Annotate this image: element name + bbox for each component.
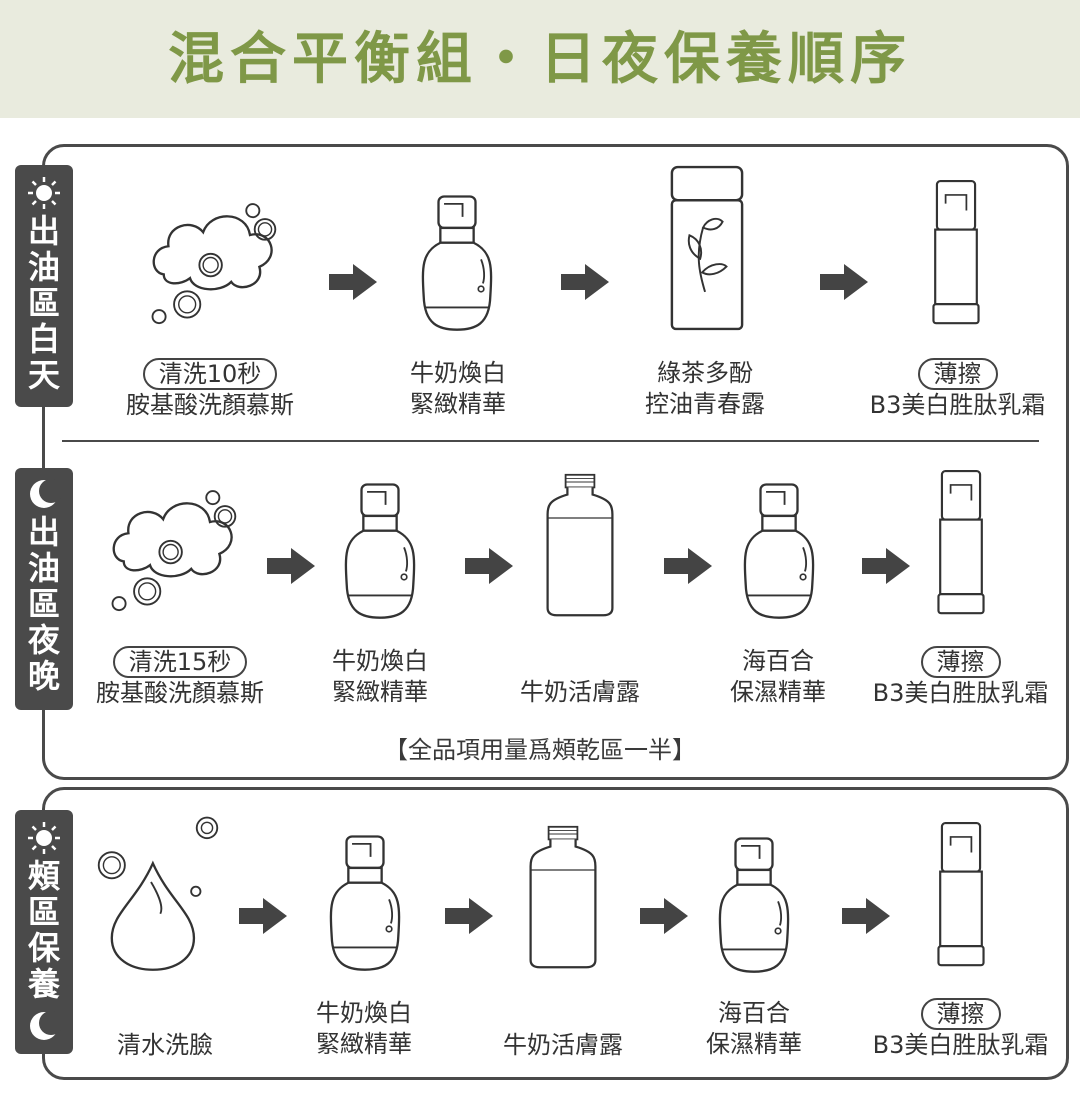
- step-cream-cheek: 薄擦 B3美白胜肽乳霜: [858, 998, 1063, 1061]
- foam-icon: [145, 195, 295, 335]
- instruction-pill: 薄擦: [921, 998, 1001, 1030]
- tag-char: 保: [28, 930, 60, 966]
- step-toner-night: 牛奶活膚露: [490, 677, 670, 708]
- product-name: 牛奶活膚露: [490, 677, 670, 708]
- product-name: 控油青春露: [610, 389, 800, 420]
- water-drop-icon: [95, 808, 235, 984]
- product-name: B3美白胜肽乳霜: [855, 390, 1060, 421]
- product-name: B3美白胜肽乳霜: [858, 1030, 1063, 1061]
- step-water-wash: 清水洗臉: [85, 1030, 245, 1061]
- product-name: 牛奶煥白: [276, 998, 452, 1029]
- step-toner-cheek: 牛奶活膚露: [473, 1030, 653, 1061]
- serum-bottle-icon: [742, 478, 816, 626]
- step-serum-night: 牛奶煥白 緊緻精華: [292, 646, 468, 708]
- arrow-right-icon: [559, 262, 611, 302]
- arrow-right-icon: [327, 262, 379, 302]
- step-serum-cheek: 牛奶煥白 緊緻精華: [276, 998, 452, 1060]
- step-foam-night: 清洗15秒 胺基酸洗顏慕斯: [80, 646, 280, 709]
- product-name: 保濕精華: [666, 1029, 842, 1060]
- product-name: 綠茶多酚: [610, 358, 800, 389]
- tag-char: 出: [28, 514, 60, 550]
- product-name: 清水洗臉: [85, 1030, 245, 1061]
- serum-bottle-icon: [343, 478, 417, 626]
- instruction-pill: 清洗15秒: [113, 646, 248, 678]
- green-tea-bottle-icon: [668, 162, 746, 334]
- sun-icon: [24, 173, 64, 213]
- page-title: 混合平衡組・日夜保養順序: [0, 22, 1080, 98]
- product-name: 海百合: [690, 646, 866, 677]
- tag-char: 天: [28, 357, 60, 393]
- product-name: 牛奶煥白: [292, 646, 468, 677]
- step-cream-day: 薄擦 B3美白胜肽乳霜: [855, 358, 1060, 421]
- serum-bottle-icon: [717, 832, 791, 980]
- tag-char: 區: [28, 285, 60, 321]
- tag-char: 晚: [28, 658, 60, 694]
- tag-cheek: 頰 區 保 養: [15, 810, 73, 1054]
- arrow-right-icon: [840, 896, 892, 936]
- step-toner-day: 綠茶多酚 控油青春露: [610, 358, 800, 420]
- step-cream-night: 薄擦 B3美白胜肽乳霜: [858, 646, 1063, 709]
- tag-char: 夜: [28, 622, 60, 658]
- arrow-right-icon: [662, 546, 714, 586]
- arrow-right-icon: [265, 546, 317, 586]
- tag-char: 頰: [28, 858, 60, 894]
- product-name: 胺基酸洗顏慕斯: [105, 390, 315, 421]
- arrow-right-icon: [237, 896, 289, 936]
- tag-char: 油: [28, 249, 60, 285]
- step-serum-day: 牛奶煥白 緊緻精華: [370, 358, 546, 420]
- serum-bottle-icon: [420, 190, 494, 338]
- step-foam-day: 清洗10秒 胺基酸洗顏慕斯: [105, 358, 315, 421]
- product-name: 牛奶煥白: [370, 358, 546, 389]
- tag-char: 出: [28, 213, 60, 249]
- instruction-pill: 清洗10秒: [143, 358, 278, 390]
- arrow-right-icon: [860, 546, 912, 586]
- tag-oily-day: 出 油 區 白 天: [15, 165, 73, 407]
- tag-oily-night: 出 油 區 夜 晚: [15, 468, 73, 710]
- serum-bottle-icon: [328, 830, 402, 978]
- cream-pump-icon: [930, 170, 982, 336]
- arrow-right-icon: [818, 262, 870, 302]
- foam-icon: [105, 482, 255, 622]
- instruction-pill: 薄擦: [918, 358, 998, 390]
- product-name: B3美白胜肽乳霜: [858, 678, 1063, 709]
- moon-icon: [24, 474, 64, 514]
- product-name: 緊緻精華: [370, 389, 546, 420]
- step-essence-night: 海百合 保濕精華: [690, 646, 866, 708]
- toner-bottle-icon: [544, 466, 616, 624]
- tag-char: 養: [28, 966, 60, 1002]
- tag-char: 區: [28, 586, 60, 622]
- usage-note: 【全品項用量爲頰乾區一半】: [0, 730, 1080, 765]
- tag-char: 白: [28, 321, 60, 357]
- cream-pump-icon: [935, 812, 987, 978]
- step-essence-cheek: 海百合 保濕精華: [666, 998, 842, 1060]
- tag-char: 區: [28, 894, 60, 930]
- tag-char: 油: [28, 550, 60, 586]
- product-name: 緊緻精華: [276, 1029, 452, 1060]
- product-name: 胺基酸洗顏慕斯: [80, 678, 280, 709]
- instruction-pill: 薄擦: [921, 646, 1001, 678]
- section-divider: [62, 440, 1039, 442]
- arrow-right-icon: [443, 896, 495, 936]
- moon-icon: [24, 1006, 64, 1046]
- sun-icon: [24, 818, 64, 858]
- toner-bottle-icon: [527, 818, 599, 976]
- cream-pump-icon: [935, 460, 987, 626]
- arrow-right-icon: [463, 546, 515, 586]
- product-name: 海百合: [666, 998, 842, 1029]
- arrow-right-icon: [638, 896, 690, 936]
- product-name: 牛奶活膚露: [473, 1030, 653, 1061]
- product-name: 保濕精華: [690, 677, 866, 708]
- product-name: 緊緻精華: [292, 677, 468, 708]
